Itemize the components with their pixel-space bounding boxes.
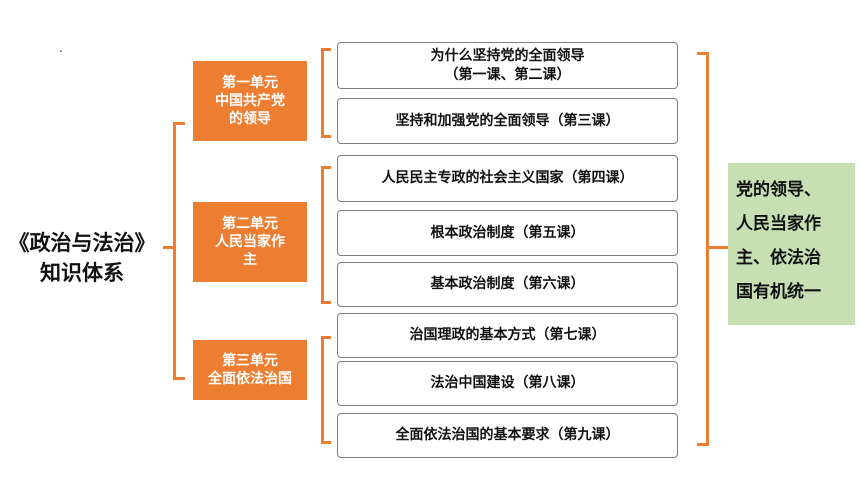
- lesson-8-line1: 全面依法治国的基本要求（第九课）: [395, 427, 620, 443]
- unit-box-3: 第三单元 全面依法治国: [193, 340, 307, 400]
- unit-2-line3: 主: [243, 252, 257, 268]
- lesson-box-7: 法治中国建设（第八课）: [337, 361, 678, 406]
- lesson-1-line2: （第一课、第二课）: [444, 66, 571, 83]
- summary-line-3: 主、依法治: [736, 248, 821, 268]
- root-connector: [163, 246, 175, 249]
- lesson-box-6: 治国理政的基本方式（第七课）: [337, 313, 678, 358]
- lesson-5-line1: 基本政治制度（第六课）: [430, 276, 585, 292]
- root-title-line1: 《政治与法治》: [8, 231, 156, 255]
- decor-dot: [60, 50, 62, 52]
- right-bracket: [697, 52, 709, 446]
- unit-3-bracket: [321, 336, 331, 444]
- unit-1-line2: 中国共产党: [215, 93, 285, 109]
- root-title-line2: 知识体系: [40, 261, 124, 285]
- lesson-box-1: 为什么坚持党的全面领导 （第一课、第二课）: [337, 42, 678, 89]
- unit-1-line3: 的领导: [229, 111, 271, 127]
- unit-2-line2: 人民当家作: [215, 234, 285, 250]
- lesson-box-2: 坚持和加强党的全面领导（第三课）: [337, 98, 678, 144]
- unit-2-bracket: [321, 166, 331, 304]
- lesson-7-line1: 法治中国建设（第八课）: [430, 375, 585, 391]
- unit-1-bracket: [321, 48, 331, 138]
- unit-3-line2: 全面依法治国: [208, 371, 292, 387]
- lesson-1-line1: 为什么坚持党的全面领导: [430, 47, 585, 64]
- lesson-box-4: 根本政治制度（第五课）: [337, 210, 678, 256]
- lesson-box-8: 全面依法治国的基本要求（第九课）: [337, 413, 678, 458]
- lesson-box-5: 基本政治制度（第六课）: [337, 262, 678, 307]
- lesson-2-line1: 坚持和加强党的全面领导（第三课）: [395, 112, 620, 129]
- lesson-3-line1: 人民民主专政的社会主义国家（第四课）: [381, 170, 634, 186]
- lesson-6-line1: 治国理政的基本方式（第七课）: [409, 327, 606, 343]
- main-bracket: [173, 122, 185, 380]
- unit-3-line1: 第三单元: [222, 353, 278, 369]
- summary-line-4: 国有机统一: [736, 282, 821, 302]
- lesson-4-line1: 根本政治制度（第五课）: [430, 224, 585, 241]
- unit-1-line1: 第一单元: [222, 75, 278, 91]
- right-connector: [708, 246, 728, 249]
- summary-line-2: 人民当家作: [736, 214, 821, 234]
- summary-box: 党的领导、 人民当家作 主、依法治 国有机统一: [728, 163, 855, 325]
- lesson-box-3: 人民民主专政的社会主义国家（第四课）: [337, 155, 678, 202]
- unit-2-line1: 第二单元: [222, 216, 278, 232]
- unit-box-2: 第二单元 人民当家作 主: [193, 202, 307, 282]
- summary-line-1: 党的领导、: [736, 180, 821, 200]
- unit-box-1: 第一单元 中国共产党 的领导: [193, 61, 307, 141]
- root-title: 《政治与法治》 知识体系: [2, 228, 162, 288]
